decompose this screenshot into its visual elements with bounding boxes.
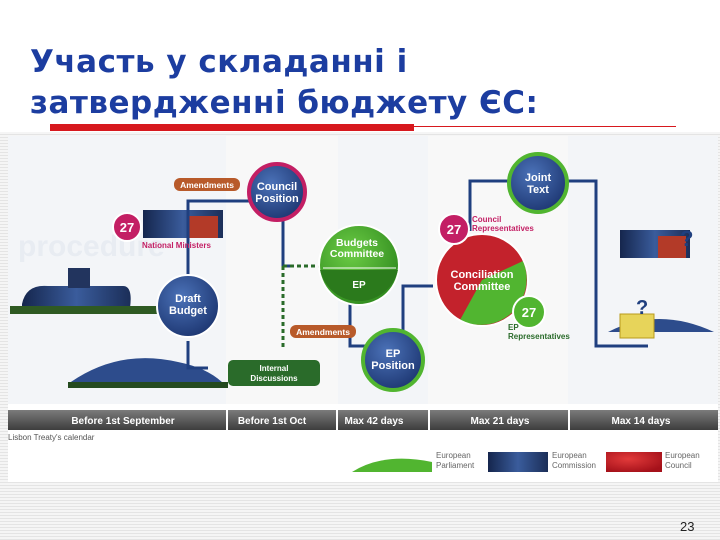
node-budgets-committee: Budgets Committee EP [318, 224, 400, 306]
timeline-label: Max 42 days [345, 416, 404, 427]
node-joint-text: Joint Text [507, 152, 569, 214]
timeline-label: Before 1st September [71, 416, 174, 427]
council-building-image [143, 210, 223, 238]
svg-text:EP: EP [352, 280, 366, 291]
slide-title: Участь у складанні і затвердженні бюджет… [30, 42, 670, 124]
legend-swatch-commission [488, 452, 548, 472]
svg-text:Position: Position [255, 193, 299, 205]
svg-text:Draft: Draft [175, 293, 201, 305]
amendments-tag-top: Amendments [174, 178, 240, 191]
timeline-bar: Before 1st September Before 1st Oct Max … [8, 410, 718, 430]
svg-text:Position: Position [371, 360, 415, 372]
budget-procedure-diagram: procedure Amendments Amendments [8, 136, 718, 482]
badge-27-national: 27 [112, 212, 142, 242]
svg-text:Discussions: Discussions [250, 374, 298, 383]
council-representatives-label-1: Council [472, 215, 501, 224]
title-underline-thin [414, 126, 676, 127]
node-conciliation-committee: Conciliation Committee [435, 233, 529, 327]
timeline-label: Max 21 days [471, 416, 530, 427]
legend-label: European [552, 451, 587, 460]
legend-label: Parliament [436, 461, 475, 470]
legend-swatch-council [606, 452, 662, 472]
badge-27-ep: 27 [512, 295, 546, 329]
svg-text:Amendments: Amendments [180, 180, 234, 190]
ep-representatives-label-1: EP [508, 323, 519, 332]
title-underline-red [50, 124, 414, 131]
svg-text:27: 27 [522, 305, 536, 320]
svg-text:EP: EP [386, 348, 401, 360]
svg-text:Conciliation: Conciliation [451, 269, 514, 281]
svg-text:27: 27 [120, 220, 134, 235]
title-line-2: затвердженні бюджету ЄС: [30, 85, 539, 121]
timeline-label: Max 14 days [612, 416, 671, 427]
council-representatives-label-2: Representatives [472, 224, 534, 233]
flow-connectors [186, 179, 648, 370]
question-mark-council: ? [680, 226, 693, 251]
badge-27-council: 27 [438, 213, 470, 245]
svg-text:Committee: Committee [330, 248, 384, 260]
timeline-label: Before 1st Oct [238, 416, 307, 427]
legend-label: Commission [552, 461, 596, 470]
svg-text:Committee: Committee [454, 281, 511, 293]
column-panel [568, 136, 718, 404]
legend-label: European [665, 451, 700, 460]
svg-text:Amendments: Amendments [296, 327, 350, 337]
legend-swatch-parliament [352, 458, 432, 472]
amendments-tag-mid: Amendments [290, 325, 356, 338]
node-ep-position: EP Position [361, 328, 425, 392]
question-mark-parliament: ? [636, 297, 648, 319]
legend-label: Council [665, 461, 692, 470]
council-building-right-image [620, 230, 690, 258]
page-number: 23 [680, 519, 695, 534]
node-council-position: Council Position [247, 162, 307, 222]
node-draft-budget: Draft Budget [156, 274, 220, 338]
title-line-1: Участь у складанні і [30, 44, 408, 80]
legend-label: European [436, 451, 471, 460]
parliament-building-image [10, 268, 160, 314]
legend: European Parliament European Commission … [352, 451, 700, 472]
svg-text:Text: Text [527, 184, 549, 196]
svg-text:Budget: Budget [169, 305, 207, 317]
timeline-caption: Lisbon Treaty's calendar [8, 433, 95, 442]
internal-discussions-box: Internal Discussions [228, 360, 320, 386]
ep-representatives-label-2: Representatives [508, 332, 570, 341]
national-ministers-label: National Ministers [142, 241, 211, 250]
svg-text:Council: Council [257, 181, 297, 193]
watermark-text: procedure [18, 230, 165, 263]
ep-vote-image [608, 313, 714, 339]
ep-hemicycle-image [68, 358, 228, 388]
svg-text:Internal: Internal [260, 364, 289, 373]
svg-text:Joint: Joint [525, 172, 552, 184]
svg-text:Budgets: Budgets [336, 237, 378, 249]
svg-text:27: 27 [447, 222, 461, 237]
